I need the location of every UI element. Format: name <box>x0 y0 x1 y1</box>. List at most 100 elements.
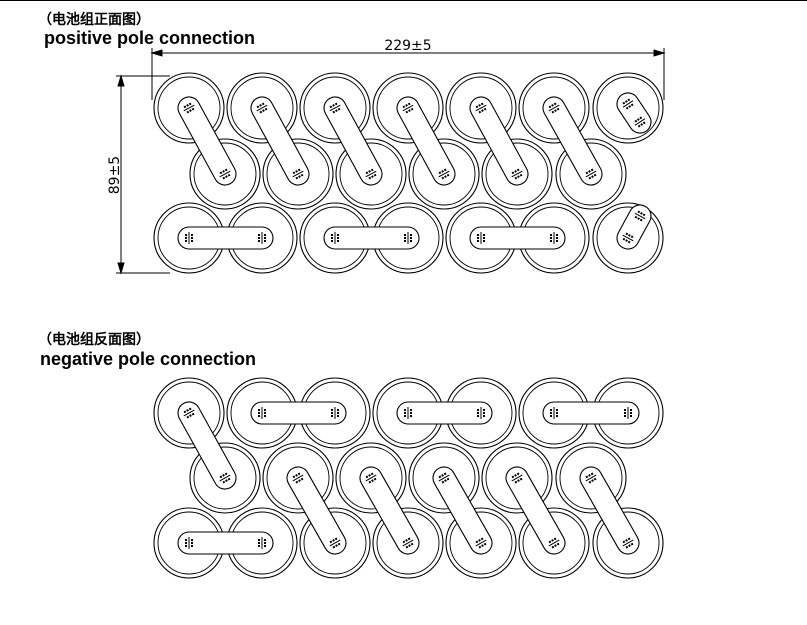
weld-dot <box>191 234 193 236</box>
width-dimension <box>150 48 666 100</box>
weld-dot <box>264 107 268 111</box>
cell-inner-ring <box>522 76 586 140</box>
weld-dot <box>258 545 260 547</box>
weld-dot <box>404 240 406 242</box>
weld-dot <box>591 175 594 178</box>
weld-dot <box>295 176 299 180</box>
cell-outer-ring <box>592 72 664 144</box>
weld-point-mark <box>622 537 634 549</box>
weld-dot <box>335 544 338 547</box>
front-strap-group <box>177 92 652 250</box>
weld-dot <box>368 170 371 173</box>
height-arrow-bottom <box>117 262 125 275</box>
weld-dot <box>264 234 266 236</box>
weld-point-mark <box>219 472 231 484</box>
front-cell-top-5 <box>445 72 517 144</box>
weld-dot <box>481 544 484 547</box>
weld-dot <box>224 168 228 172</box>
weld-dot <box>639 116 643 120</box>
weld-dot <box>368 480 372 484</box>
back-cell-group <box>153 377 664 579</box>
weld-dot <box>185 234 187 236</box>
weld-dot <box>441 474 444 477</box>
weld-dot <box>551 539 554 542</box>
weld-dot <box>642 213 646 217</box>
weld-dot <box>405 545 409 549</box>
front-strap-diagonal-1 <box>177 96 237 186</box>
front-cell-top-3 <box>299 72 371 144</box>
weld-dot <box>630 412 632 414</box>
weld-point-mark <box>402 102 414 114</box>
weld-dot <box>405 539 408 542</box>
weld-dot <box>371 479 374 482</box>
weld-dot <box>331 409 333 411</box>
back-cell-middle-3 <box>335 442 407 514</box>
weld-dot <box>548 105 552 109</box>
weld-dot <box>368 176 372 180</box>
nickel-strip-outline <box>323 96 383 186</box>
cell-inner-ring <box>303 511 367 575</box>
weld-dot <box>478 110 482 114</box>
weld-mark-line <box>548 539 560 547</box>
weld-dot <box>256 105 260 109</box>
weld-dot <box>627 537 631 541</box>
weld-dot <box>556 412 558 414</box>
weld-mark-line <box>402 539 414 547</box>
weld-dot <box>516 472 520 476</box>
weld-dot <box>477 415 479 417</box>
weld-dot <box>553 102 557 106</box>
weld-dot <box>483 409 485 411</box>
weld-dot <box>480 537 484 541</box>
nickel-strip-outline <box>469 226 566 250</box>
cell-inner-ring <box>412 142 476 206</box>
weld-point-mark <box>219 168 231 180</box>
weld-point-mark <box>438 168 450 180</box>
cell-inner-ring <box>230 76 294 140</box>
weld-point-mark <box>475 102 487 114</box>
weld-dot <box>185 542 187 544</box>
cell-outer-ring <box>555 138 627 210</box>
back-strap-diagonal-4 <box>505 466 566 555</box>
weld-dot <box>258 240 260 242</box>
weld-mark-line <box>183 409 195 417</box>
weld-dot <box>514 170 517 173</box>
weld-dot <box>331 240 333 242</box>
weld-dot <box>404 237 406 239</box>
weld-mark-line <box>475 539 487 547</box>
cell-outer-ring <box>518 507 590 579</box>
front-cell-top-2 <box>226 72 298 144</box>
cell-inner-ring <box>266 142 330 206</box>
weld-dot <box>511 171 515 175</box>
cell-outer-ring <box>408 138 480 210</box>
weld-dot <box>295 474 298 477</box>
weld-point-mark <box>331 232 339 244</box>
front-cell-top-4 <box>372 72 444 144</box>
back-cell-bottom-6 <box>518 507 590 579</box>
weld-dot <box>334 537 338 541</box>
weld-dot <box>627 98 631 102</box>
weld-dot <box>556 542 560 546</box>
weld-mark-line <box>183 104 195 112</box>
back-strap-diagonal-5 <box>579 466 640 555</box>
weld-dot <box>264 409 266 411</box>
weld-dot <box>630 103 634 107</box>
cell-inner-ring <box>339 142 403 206</box>
weld-dot <box>551 545 555 549</box>
weld-point-mark <box>511 168 523 180</box>
weld-dot <box>407 537 411 541</box>
nickel-strip-outline <box>250 96 310 186</box>
weld-mark-line <box>365 170 377 178</box>
weld-dot <box>191 412 195 416</box>
front-cell-middle-2 <box>262 138 334 210</box>
weld-mark-line <box>634 118 646 126</box>
weld-dot <box>625 539 628 542</box>
weld-dot <box>332 545 336 549</box>
weld-dot <box>483 542 487 546</box>
weld-dot <box>628 105 632 108</box>
front-strap-diagonal-3 <box>323 96 383 186</box>
back-cell-middle-4 <box>408 442 480 514</box>
weld-dot <box>295 170 298 173</box>
weld-dot <box>331 412 333 414</box>
weld-dot <box>475 540 479 544</box>
weld-dot <box>634 215 638 219</box>
